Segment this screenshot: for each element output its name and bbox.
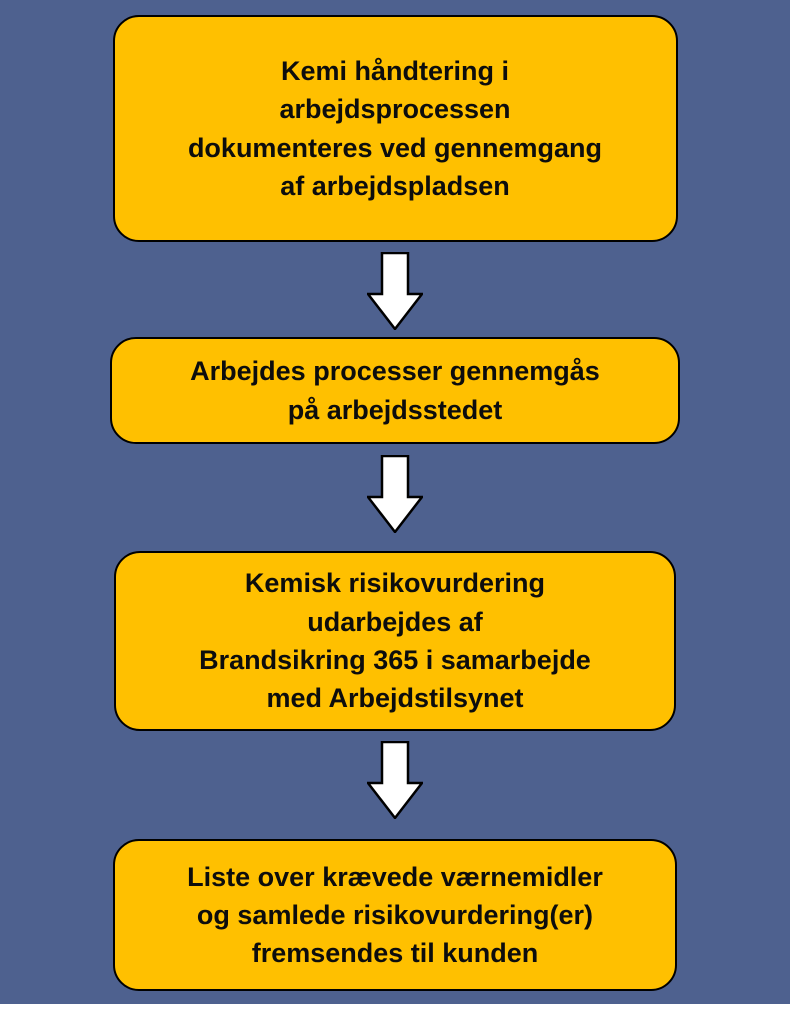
flow-step-4: Liste over krævede værnemidler og samled… <box>113 839 677 991</box>
down-arrow-icon <box>367 741 423 819</box>
flow-step-3: Kemisk risikovurdering udarbejdes af Bra… <box>114 551 676 731</box>
flow-step-4-text: Liste over krævede værnemidler og samled… <box>187 861 603 969</box>
flow-step-2-text: Arbejdes processer gennemgås på arbejdss… <box>190 356 600 425</box>
flow-step-1: Kemi håndtering i arbejdsprocessen dokum… <box>112 15 678 242</box>
flow-step-1-text: Kemi håndtering i arbejdsprocessen dokum… <box>187 55 603 201</box>
flow-step-3-text: Kemisk risikovurdering udarbejdes af Bra… <box>199 568 591 714</box>
bottom-white-strip <box>0 1004 790 1024</box>
flow-step-2: Arbejdes processer gennemgås på arbejdss… <box>110 337 680 444</box>
down-arrow-icon <box>367 252 423 330</box>
down-arrow-icon <box>367 455 423 533</box>
